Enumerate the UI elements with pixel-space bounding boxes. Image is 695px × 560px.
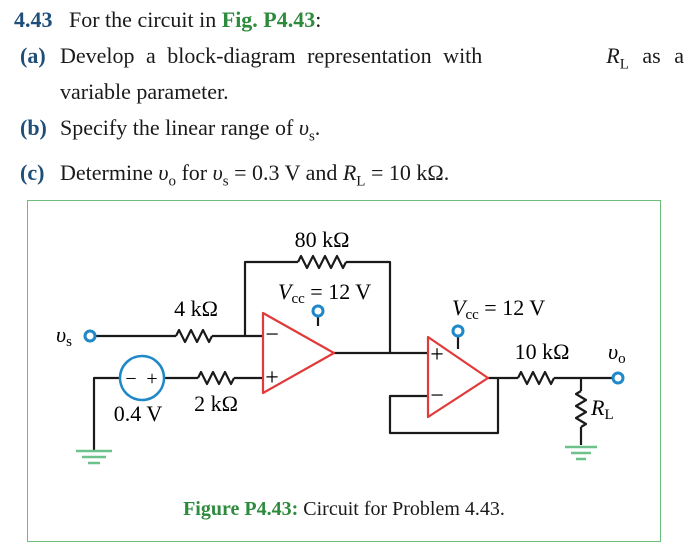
part-c-mid3: = 10 kΩ.: [365, 159, 450, 185]
opamp2-minus-label: −: [430, 383, 444, 409]
opamp2-triangle: [426, 335, 490, 419]
intro-colon: :: [315, 7, 322, 32]
problem-header: 4.43 For the circuit in Fig. P4.43:: [14, 6, 684, 34]
part-c-var2: υ: [212, 159, 223, 185]
part-c-sub1: o: [168, 173, 176, 190]
part-a-after: as a: [628, 43, 684, 68]
ground-wire-left: [92, 376, 120, 451]
opamp1-triangle: [261, 311, 336, 395]
vs-terminal: [83, 329, 97, 343]
part-c-before: Determine: [60, 159, 159, 185]
vcc1-label: Vcc = 12 V: [278, 279, 371, 307]
circuit-diagram: 80 kΩ Vcc = 12 V Vcc = 12 V 4 kΩ 2 kΩ 10…: [56, 227, 626, 465]
figure-caption: Figure P4.43: Circuit for Problem 4.43.: [28, 498, 660, 521]
voltage-source: [118, 354, 166, 402]
figure-reference-link[interactable]: Fig. P4.43: [221, 7, 316, 32]
part-c-var3: R: [342, 159, 357, 185]
figure-box: 80 kΩ Vcc = 12 V Vcc = 12 V 4 kΩ 2 kΩ 10…: [27, 200, 661, 542]
part-b-sub: s: [308, 128, 315, 145]
feedback-wire-right: [346, 260, 392, 353]
part-c-sub2: s: [222, 173, 229, 190]
output-resistor-label: 10 kΩ: [515, 339, 570, 364]
source-minus-sign: −: [125, 368, 136, 390]
ground-left-icon: [76, 449, 112, 465]
load-resistor-rl: [574, 390, 588, 428]
part-b-label: (b): [20, 115, 47, 141]
part-a-sub: L: [619, 56, 629, 73]
part-a-label: (a): [20, 43, 46, 68]
part-a: (a) Develop a block-diagram representati…: [14, 42, 684, 106]
vcc2-terminal: [451, 324, 465, 338]
plus-resistor-2k: [197, 370, 235, 386]
part-b: (b) Specify the linear range of υs.: [14, 114, 684, 150]
part-b-text: Specify the linear range of υs.: [60, 114, 684, 150]
feedback-wire: [243, 260, 298, 336]
part-a-line2: variable parameter.: [60, 79, 229, 105]
part-c-sub3: L: [356, 173, 366, 190]
feedback-resistor-label: 80 kΩ: [295, 227, 350, 252]
part-a-var: R: [606, 43, 620, 68]
part-c-mid2: = 0.3 V and: [228, 159, 343, 185]
vo-terminal: [611, 371, 625, 385]
intro-text: For the circuit in: [69, 7, 222, 32]
part-a-text: Develop a block-diagram representation w…: [60, 42, 684, 78]
input-resistor-label: 4 kΩ: [174, 296, 218, 321]
opamp2-plus-label: +: [430, 342, 444, 368]
vcc2-label: Vcc = 12 V: [452, 295, 545, 323]
part-b-var: υ: [298, 115, 309, 141]
source-value-label: 0.4 V: [114, 401, 163, 426]
source-plus-sign: +: [146, 368, 157, 390]
problem-number: 4.43: [14, 7, 53, 32]
part-b-before: Specify the linear range of: [60, 115, 299, 141]
vo-label: υo: [608, 339, 626, 367]
caption-text: Circuit for Problem 4.43.: [298, 498, 505, 520]
part-b-after: .: [314, 115, 321, 141]
output-resistor-10k: [517, 370, 555, 386]
input-resistor-4k: [175, 328, 213, 344]
plus-resistor-label: 2 kΩ: [194, 391, 238, 416]
caption-label: Figure P4.43:: [183, 498, 299, 520]
part-c: (c) Determine υo for υs = 0.3 V and RL =…: [14, 159, 684, 195]
part-c-label: (c): [20, 159, 45, 185]
opamp1-plus-label: +: [265, 365, 279, 391]
vs-label: υs: [56, 322, 72, 350]
part-c-var1: υ: [158, 159, 169, 185]
opamp1-minus-label: −: [265, 322, 279, 348]
buffer-feedback-wire: [388, 378, 500, 435]
rl-label: RL: [590, 395, 614, 423]
vcc1-terminal: [311, 304, 325, 318]
problem-statement: 4.43 For the circuit in Fig. P4.43: (a) …: [14, 2, 684, 195]
part-c-text: Determine υo for υs = 0.3 V and RL = 10 …: [60, 159, 684, 195]
part-c-mid1: for: [175, 159, 213, 185]
part-a-before: Develop a block-diagram representation w…: [60, 43, 483, 68]
ground-right-icon: [565, 445, 597, 461]
feedback-resistor-80k: [297, 254, 347, 270]
